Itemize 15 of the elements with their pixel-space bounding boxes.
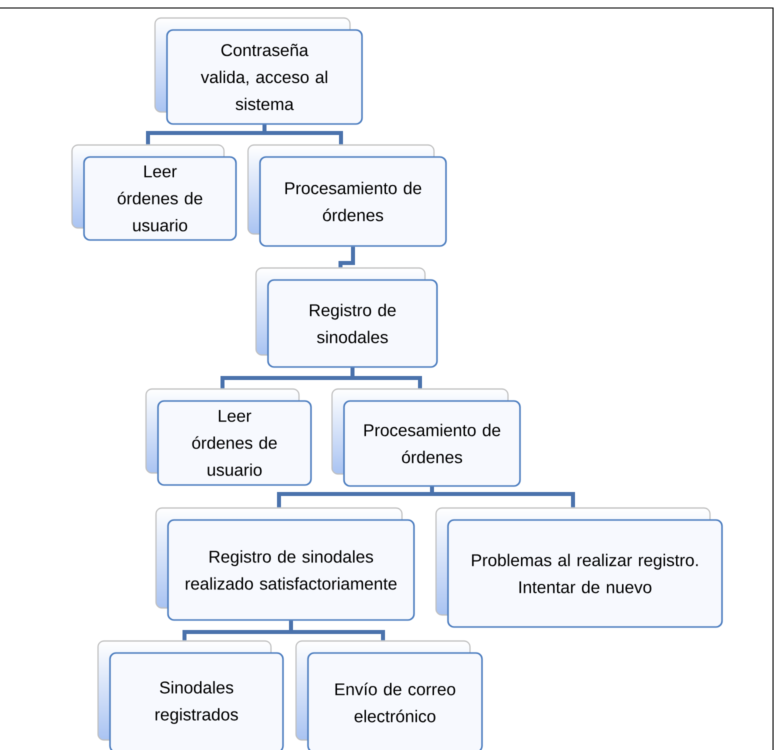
connector-line — [338, 246, 355, 268]
process-box: Procesamiento de órdenes — [247, 144, 447, 247]
process-box: Registro de sinodales — [255, 267, 438, 368]
process-box: Problemas al realizar registro. Intentar de nuevo — [435, 507, 723, 628]
process-box: Registro de sinodales realizado satisfactoriamente — [155, 507, 415, 621]
connector-line — [289, 620, 385, 640]
connector-line — [350, 368, 422, 388]
process-box: Leer órdenes de usuario — [71, 144, 237, 241]
process-box: Sinodales registrados — [97, 640, 284, 750]
process-box: Envío de correo electrónico — [295, 640, 483, 750]
process-box: Procesamiento de órdenes — [331, 388, 521, 487]
process-box: Leer órdenes de usuario — [145, 388, 312, 486]
process-box: Contraseña valida, acceso al sistema — [154, 17, 363, 125]
connector-line — [262, 124, 343, 144]
connector-line — [430, 486, 575, 508]
